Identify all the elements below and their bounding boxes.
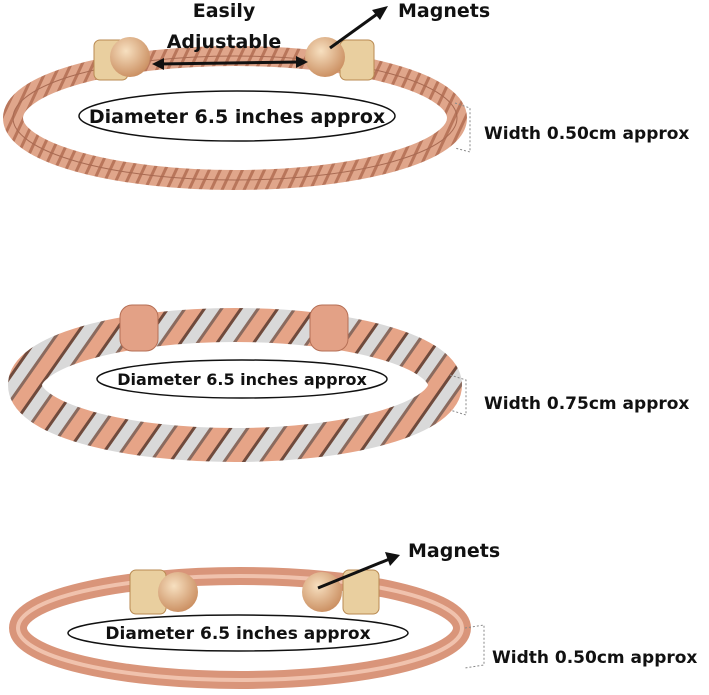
twisted-cuff (8, 308, 462, 462)
end-cap-right (309, 304, 349, 352)
diameter-label: Diameter 6.5 inches approx (89, 106, 385, 128)
width-label: Width 0.50cm approx (484, 124, 689, 144)
magnet-left-icon (158, 572, 198, 612)
magnets-label: Magnets (398, 0, 490, 22)
adjustable-label-2: Adjustable (167, 31, 282, 53)
diameter-ellipse (78, 90, 396, 142)
width-marker (449, 374, 467, 416)
diameter-ellipse (96, 359, 388, 399)
end-cap-right (339, 39, 375, 81)
width-marker (464, 624, 485, 669)
width-label: Width 0.75cm approx (484, 394, 689, 414)
diameter-label: Diameter 6.5 inches approx (117, 370, 367, 389)
width-label: Width 0.50cm approx (492, 648, 697, 668)
adjustable-label: Easily (193, 0, 256, 22)
adjust-arrow (157, 60, 301, 66)
bracelet-2: Diameter 6.5 inches approx Width 0.75cm … (8, 304, 689, 462)
magnet-right-icon (305, 37, 345, 77)
bracelet-3: Magnets Diameter 6.5 inches approx Width… (9, 540, 697, 689)
width-marker (454, 102, 471, 153)
end-cap-left (119, 304, 159, 352)
diameter-label: Diameter 6.5 inches approx (105, 624, 370, 644)
diameter-ellipse (67, 614, 409, 652)
bracelet-1: Easily Adjustable Magnets Diameter 6.5 i… (3, 0, 689, 190)
magnet-arrow (317, 556, 393, 590)
magnet-left-icon (110, 37, 150, 77)
magnet-right-icon (302, 572, 342, 612)
magnets-label: Magnets (408, 540, 500, 562)
magnet-arrow (329, 10, 381, 50)
